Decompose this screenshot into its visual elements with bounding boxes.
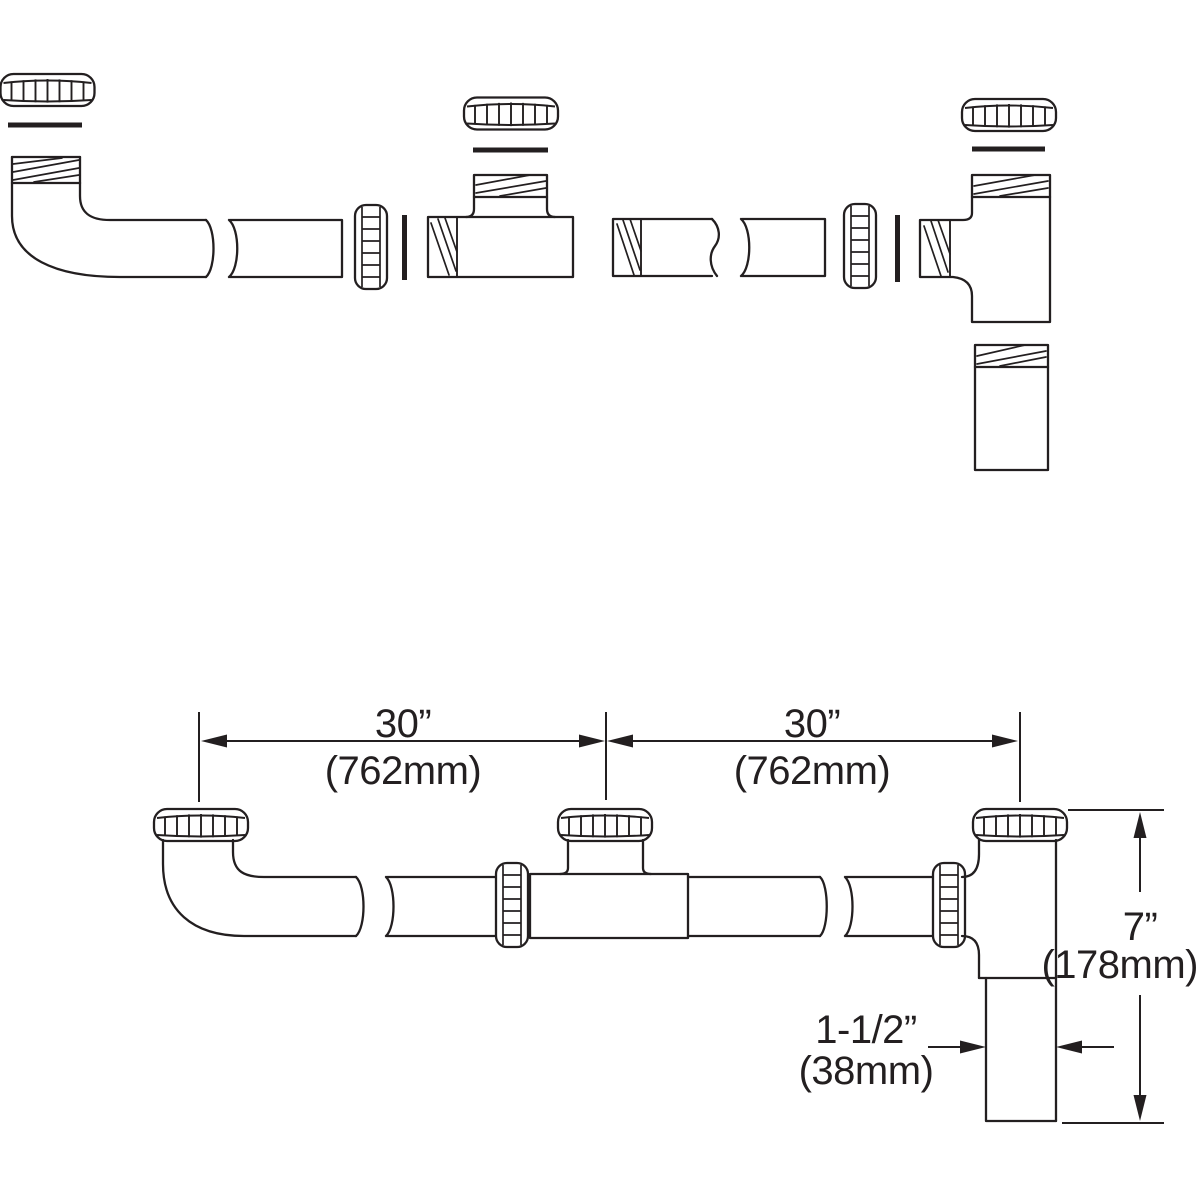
arrow-right-icon: [960, 1040, 986, 1054]
dimension-label: 30”: [375, 702, 431, 746]
elbow-fitting: [152, 807, 365, 938]
thread-hatch: [475, 174, 547, 197]
dimension-label: 7”: [1123, 905, 1158, 949]
dimension-label: 1-1/2”: [815, 1008, 917, 1052]
assembled-view: [152, 807, 1069, 1123]
pipe-segment: [227, 218, 344, 279]
dimension-span-left: 30” (762mm): [201, 702, 605, 793]
dimension-label-metric: (38mm): [799, 1049, 934, 1093]
dimension-annotations: 30” (762mm) 30” (762mm) 7” (178mm): [198, 702, 1199, 1124]
tailpiece: [973, 343, 1050, 472]
center-tee-fitting: [528, 807, 690, 940]
slip-nut-icon: [152, 807, 250, 843]
pipe-segment: [739, 217, 827, 278]
arrow-up-icon: [1133, 812, 1147, 838]
dimension-label-metric: (178mm): [1041, 943, 1198, 987]
pipe-broken-end: [818, 875, 828, 938]
slip-nut-icon: [0, 72, 96, 108]
slip-nut-icon: [494, 861, 530, 949]
elbow-fitting: [10, 155, 215, 279]
dimension-label: 30”: [784, 702, 840, 746]
dimension-span-right: 30” (762mm): [607, 702, 1018, 793]
slip-nut-icon: [931, 861, 967, 949]
thread-hatch: [973, 174, 1049, 197]
arrow-left-icon: [201, 734, 227, 748]
pipe-broken-end: [354, 875, 365, 938]
slip-nut-icon: [462, 96, 560, 131]
thread-hatch: [12, 157, 80, 183]
thread-hatch: [923, 219, 951, 277]
arrow-left-icon: [607, 734, 633, 748]
dimension-outlet-diameter: 1-1/2” (38mm): [799, 1008, 1114, 1093]
pipe-open-end: [204, 218, 215, 279]
pipe-segment: [686, 875, 828, 938]
slip-nut-icon: [960, 97, 1058, 133]
slip-nut-icon: [971, 807, 1069, 843]
dimension-label-metric: (762mm): [325, 749, 482, 793]
pipe-broken-end: [709, 217, 720, 278]
arrow-right-icon: [579, 734, 605, 748]
dimension-height: 7” (178mm): [1041, 809, 1199, 1124]
slip-nut-icon: [353, 203, 389, 291]
exploded-view: [0, 72, 1058, 472]
pipe-segment: [611, 217, 720, 278]
arrow-down-icon: [1133, 1095, 1147, 1121]
arrow-right-icon: [992, 734, 1018, 748]
thread-hatch: [976, 344, 1047, 367]
tailpiece: [984, 976, 1058, 1123]
thread-hatch: [616, 218, 642, 276]
slip-nut-icon: [842, 202, 878, 290]
end-outlet-tee-fitting: [960, 807, 1069, 1123]
slip-nut-icon: [556, 807, 654, 843]
pipe-segment: [843, 875, 934, 938]
end-outlet-tee-fitting: [918, 173, 1052, 324]
thread-hatch: [430, 217, 458, 276]
dimension-label-metric: (762mm): [734, 749, 891, 793]
center-tee-fitting: [426, 173, 575, 279]
arrow-left-icon: [1056, 1040, 1082, 1054]
pipe-segment: [384, 875, 500, 938]
